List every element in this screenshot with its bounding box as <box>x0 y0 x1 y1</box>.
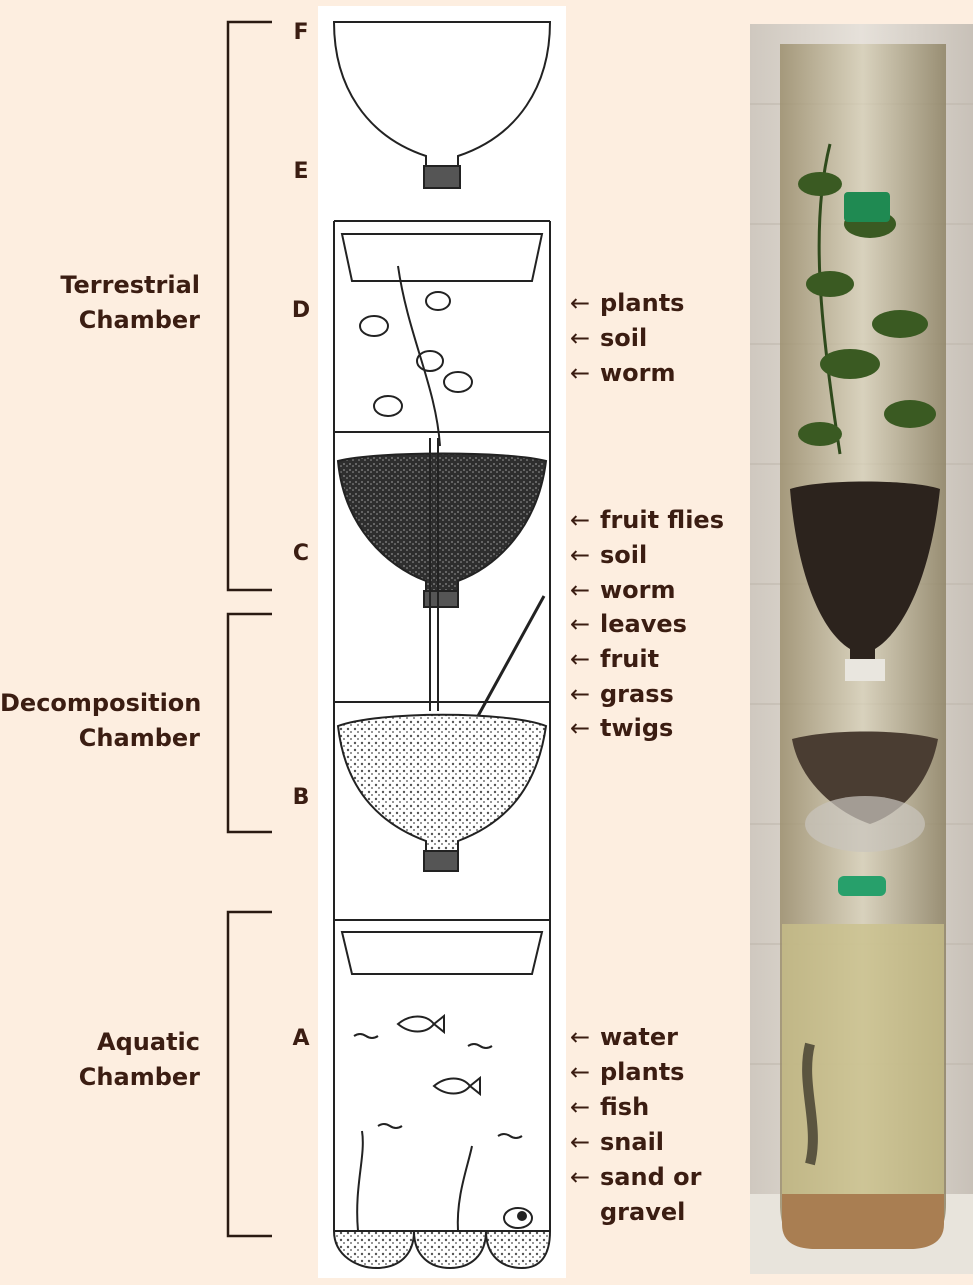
arrow-left-icon: ← <box>570 321 600 356</box>
annotation-fish: ←fish <box>570 1090 649 1125</box>
letter-b: B <box>290 780 312 815</box>
annotation-plants: ←plants <box>570 286 684 321</box>
decomposition-funnel <box>338 715 546 856</box>
aquatic-bracket <box>228 912 272 1236</box>
arrow-left-icon: ← <box>570 356 600 391</box>
annotation-water: ←water <box>570 1020 678 1055</box>
decomposition-label-line1: Decomposition <box>0 686 200 721</box>
annotation-sand-or: ←sand or <box>570 1160 701 1195</box>
arrow-left-icon: ← <box>570 607 600 642</box>
aquatic-chamber-label: Aquatic Chamber <box>0 1025 200 1095</box>
arrow-left-icon: ← <box>570 711 600 746</box>
terrestrial-label-line2: Chamber <box>0 303 200 338</box>
arrow-left-icon: ← <box>570 1125 600 1160</box>
aquatic-label-line2: Chamber <box>0 1060 200 1095</box>
annotation-fruit: ←fruit <box>570 642 659 677</box>
annotation-leaves: ←leaves <box>570 607 687 642</box>
bottle-column-diagram <box>318 6 566 1278</box>
arrow-left-icon: ← <box>570 286 600 321</box>
gravel-bottom <box>334 1231 550 1268</box>
arrow-left-icon: ← <box>570 538 600 573</box>
annotation-twigs: ←twigs <box>570 711 673 746</box>
letter-e: E <box>290 154 312 189</box>
letter-a: A <box>290 1021 312 1056</box>
top-funnel <box>334 22 550 176</box>
annotation-fruit-flies: ←fruit flies <box>570 503 724 538</box>
soil-funnel <box>338 454 546 602</box>
arrow-left-icon: ← <box>570 1020 600 1055</box>
annotation-soil-2: ←soil <box>570 538 647 573</box>
annotation-snail: ←snail <box>570 1125 664 1160</box>
letter-c: C <box>290 536 312 571</box>
terrestrial-chamber-label: Terrestrial Chamber <box>0 268 200 338</box>
decomposition-label-line2: Chamber <box>0 721 200 756</box>
arrow-left-icon: ← <box>570 1055 600 1090</box>
annotation-worm-2: ←worm <box>570 573 676 608</box>
arrow-left-icon: ← <box>570 677 600 712</box>
terrestrial-bracket <box>228 22 272 590</box>
arrow-left-icon: ← <box>570 642 600 677</box>
letter-d: D <box>290 293 312 328</box>
annotation-worm: ←worm <box>570 356 676 391</box>
annotation-soil: ←soil <box>570 321 647 356</box>
annotation-aquatic-plants: ←plants <box>570 1055 684 1090</box>
bottle-column-photo <box>750 24 973 1274</box>
arrow-left-icon: ← <box>570 573 600 608</box>
arrow-left-icon: ← <box>570 1160 600 1195</box>
arrow-left-icon: ← <box>570 503 600 538</box>
annotation-gravel: gravel <box>570 1195 685 1230</box>
decomposition-chamber-label: Decomposition Chamber <box>0 686 200 756</box>
letter-f: F <box>290 15 312 50</box>
annotation-grass: ←grass <box>570 677 674 712</box>
aquatic-label-line1: Aquatic <box>0 1025 200 1060</box>
terrestrial-label-line1: Terrestrial <box>0 268 200 303</box>
arrow-left-icon: ← <box>570 1090 600 1125</box>
top-cap <box>424 166 460 188</box>
decomposition-bracket <box>228 614 272 832</box>
